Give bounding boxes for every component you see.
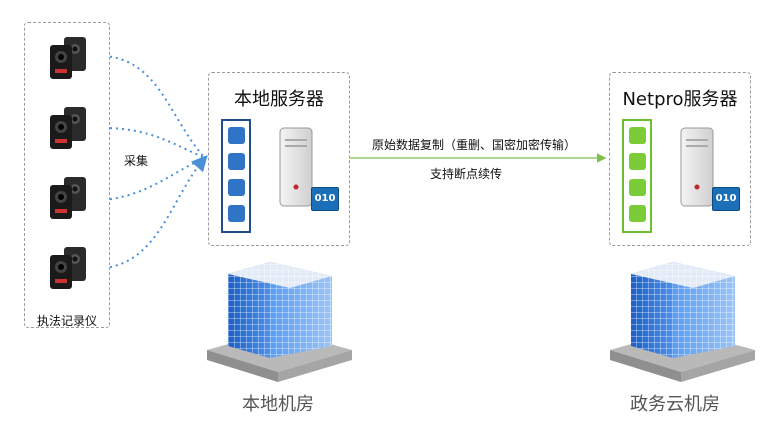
collect-line-1 bbox=[103, 55, 206, 159]
body-camera-icon bbox=[50, 37, 86, 79]
storage-stack-icon bbox=[221, 119, 251, 233]
local-server-box: 本地服务器 010 bbox=[208, 72, 350, 246]
body-camera-icon bbox=[50, 247, 86, 289]
recorder-group-caption: 执法记录仪 bbox=[36, 314, 97, 328]
server-tower-icon bbox=[680, 127, 714, 207]
server-tower-icon bbox=[279, 127, 313, 207]
local-datacenter-building-icon bbox=[207, 262, 352, 382]
sync-label-primary: 原始数据复制（重删、国密加密传输） bbox=[372, 138, 577, 152]
collect-line-3 bbox=[103, 157, 206, 201]
cloud-server-box: Netpro服务器 010 bbox=[609, 72, 751, 246]
cloud-room-label: 政务云机房 bbox=[630, 394, 720, 415]
binary-badge: 010 bbox=[712, 187, 740, 211]
collect-label: 采集 bbox=[124, 154, 149, 168]
storage-stack-icon bbox=[622, 119, 652, 233]
sync-label-secondary: 支持断点续传 bbox=[430, 167, 503, 181]
cloud-server-title: Netpro服务器 bbox=[622, 89, 738, 110]
local-server-title: 本地服务器 bbox=[234, 89, 324, 110]
binary-badge: 010 bbox=[311, 187, 339, 211]
local-room-label: 本地机房 bbox=[242, 394, 314, 415]
body-camera-icon bbox=[50, 107, 86, 149]
collect-line-2 bbox=[103, 127, 206, 159]
recorder-group: 执法记录仪 bbox=[24, 22, 110, 328]
cloud-datacenter-building-icon bbox=[610, 262, 755, 382]
collect-line-4 bbox=[103, 155, 208, 269]
body-camera-icon bbox=[50, 177, 86, 219]
